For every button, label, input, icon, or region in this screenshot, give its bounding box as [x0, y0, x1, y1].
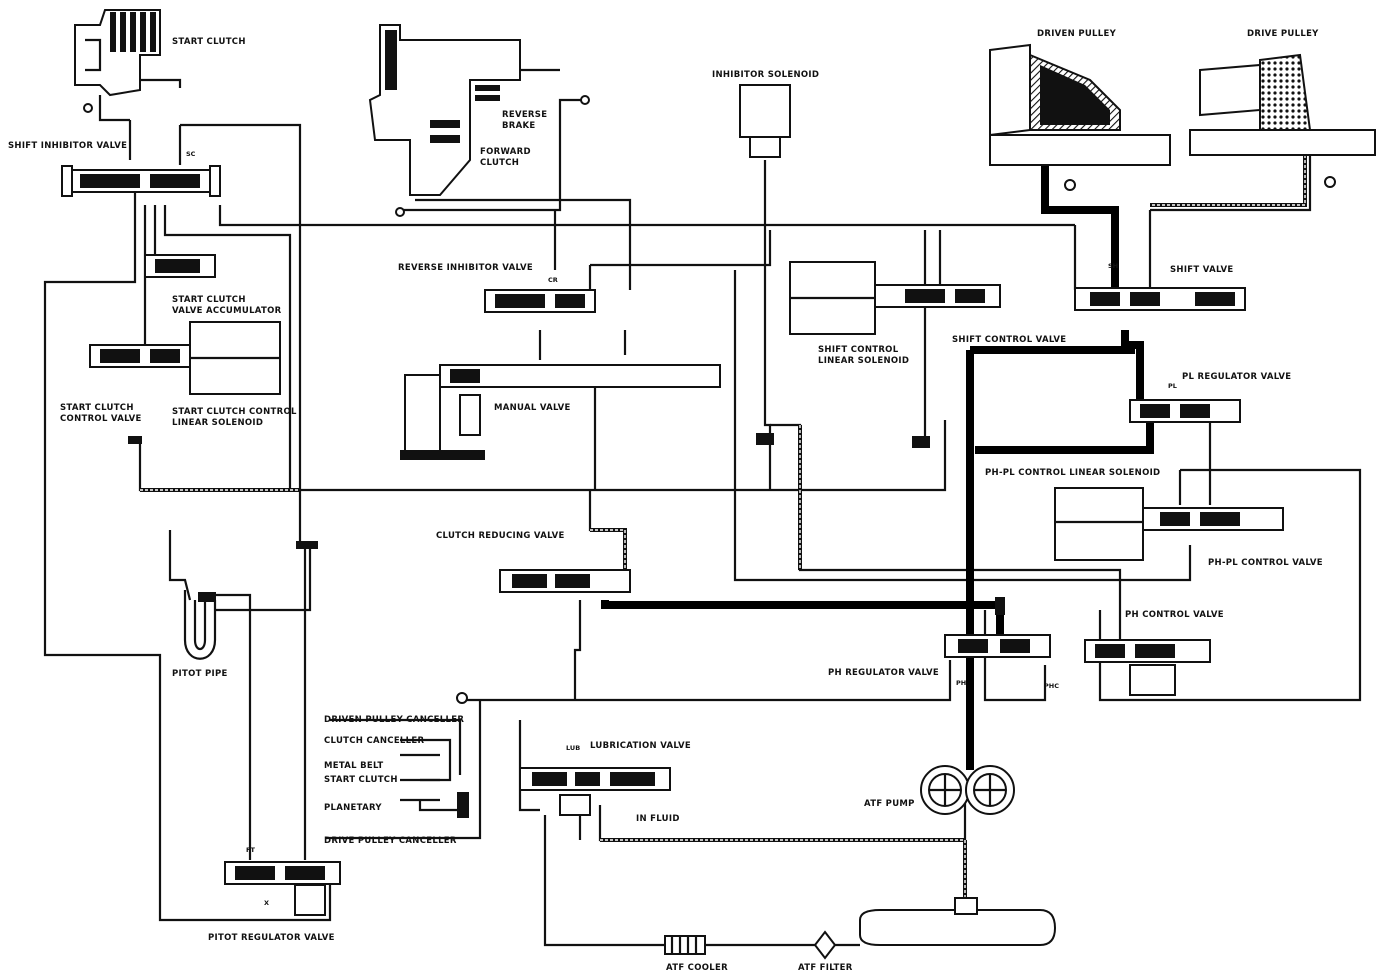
clutch-reducing-valve-label: CLUTCH REDUCING VALVE: [436, 531, 565, 541]
port-code-x: X: [264, 899, 269, 907]
in-fluid-label: IN FLUID: [636, 814, 680, 824]
atf-cooler-label: ATF COOLER: [666, 963, 728, 973]
port-code-sc: SC: [186, 150, 196, 158]
shift-control-solenoid-label-1: SHIFT CONTROL: [818, 345, 899, 355]
clutch-canceller-label: CLUTCH CANCELLER: [324, 736, 424, 746]
pitot-pipe-label: PITOT PIPE: [172, 669, 228, 679]
shift-valve: SHIFT VALVE: [1074, 265, 1246, 311]
inhibitor-solenoid: INHIBITOR SOLENOID: [712, 70, 819, 445]
pl-regulator-valve: PL REGULATOR VALVE: [1129, 372, 1291, 423]
port-code-ph: PH: [956, 679, 966, 687]
manual-valve: MANUAL VALVE: [400, 364, 721, 460]
ph-pl-control-solenoid: PH-PL CONTROL LINEAR SOLENOID PH-PL CONT…: [985, 468, 1323, 568]
pitot-regulator-valve: PITOT REGULATOR VALVE: [208, 861, 341, 943]
high-pressure-lines: [601, 135, 1154, 770]
shift-control-valve-label: SHIFT CONTROL VALVE: [952, 335, 1066, 345]
ph-control-valve: PH CONTROL VALVE: [1084, 610, 1224, 696]
atf-filter: ATF FILTER: [798, 930, 853, 973]
start-clutch-control-valve-label-2: CONTROL VALVE: [60, 414, 142, 424]
reverse-brake-label-2: BRAKE: [502, 121, 536, 131]
pl-regulator-valve-label: PL REGULATOR VALVE: [1182, 372, 1291, 382]
drive-pulley: DRIVE PULLEY: [1189, 29, 1376, 188]
lubrication-valve: LUBRICATION VALVE IN FLUID: [519, 741, 691, 824]
port-code-cr: CR: [548, 276, 558, 284]
atf-pump: ATF PUMP: [864, 765, 1015, 815]
start-clutch-solenoid-label-1: START CLUTCH CONTROL: [172, 407, 297, 417]
planetary-label: PLANETARY: [324, 803, 382, 813]
drive-pulley-label: DRIVE PULLEY: [1247, 29, 1319, 39]
driven-pulley-label: DRIVEN PULLEY: [1037, 29, 1117, 39]
reverse-brake-label-1: REVERSE: [502, 110, 547, 120]
forward-clutch-label-2: CLUTCH: [480, 158, 519, 168]
atf-pump-label: ATF PUMP: [864, 799, 915, 809]
ph-regulator-valve: PH REGULATOR VALVE: [828, 597, 1051, 678]
shift-inhibitor-valve-label: SHIFT INHIBITOR VALVE: [8, 141, 127, 151]
ph-pl-control-valve-label: PH-PL CONTROL VALVE: [1208, 558, 1323, 568]
ph-regulator-valve-label: PH REGULATOR VALVE: [828, 668, 939, 678]
start-clutch: START CLUTCH: [74, 9, 246, 122]
start-clutch-solenoid-label-2: LINEAR SOLENOID: [172, 418, 263, 428]
port-code-ft: FT: [246, 846, 255, 854]
oil-pan: [859, 897, 1057, 946]
drive-pulley-canceller-label: DRIVE PULLEY CANCELLER: [324, 836, 457, 846]
forward-clutch-label-1: FORWARD: [480, 147, 531, 157]
ph-control-valve-label: PH CONTROL VALVE: [1125, 610, 1224, 620]
inhibitor-solenoid-label: INHIBITOR SOLENOID: [712, 70, 819, 80]
accumulator-label-line2: VALVE ACCUMULATOR: [172, 306, 282, 316]
atf-cooler: ATF COOLER: [664, 935, 728, 973]
port-code-phc: PHC: [1044, 682, 1059, 690]
accumulator-label-line1: START CLUTCH: [172, 295, 246, 305]
clutch-reducing-valve: CLUTCH REDUCING VALVE: [436, 531, 631, 593]
port-code-sh: SH: [1108, 262, 1118, 270]
start-clutch-lube-label: START CLUTCH: [324, 775, 398, 785]
manual-valve-label: MANUAL VALVE: [494, 403, 571, 413]
atf-filter-label: ATF FILTER: [798, 963, 853, 973]
port-code-lub: LUB: [566, 744, 580, 752]
driven-pulley-canceller-label: DRIVEN PULLEY CANCELLER: [324, 715, 464, 725]
reverse-inhibitor-valve: REVERSE INHIBITOR VALVE: [398, 263, 596, 313]
pitot-pipe: PITOT PIPE: [172, 541, 318, 679]
driven-pulley: DRIVEN PULLEY: [989, 29, 1171, 191]
shift-valve-label: SHIFT VALVE: [1170, 265, 1233, 275]
metal-belt-label: METAL BELT: [324, 761, 383, 771]
start-clutch-label: START CLUTCH: [172, 37, 246, 47]
port-code-pl: PL: [1168, 382, 1177, 390]
shift-control-valve: SHIFT CONTROL LINEAR SOLENOID SHIFT CONT…: [789, 261, 1066, 448]
pitot-regulator-valve-label: PITOT REGULATOR VALVE: [208, 933, 335, 943]
lubrication-valve-label: LUBRICATION VALVE: [590, 741, 691, 751]
start-clutch-control-valve: START CLUTCH CONTROL VALVE START CLUTCH …: [60, 321, 297, 444]
shift-inhibitor-valve: SHIFT INHIBITOR VALVE: [8, 141, 221, 197]
start-clutch-valve-accumulator: START CLUTCH VALVE ACCUMULATOR: [144, 254, 282, 316]
reverse-brake-forward-clutch: REVERSE BRAKE FORWARD CLUTCH: [368, 24, 590, 217]
ph-pl-solenoid-label: PH-PL CONTROL LINEAR SOLENOID: [985, 468, 1160, 478]
shift-control-solenoid-label-2: LINEAR SOLENOID: [818, 356, 909, 366]
port-codes: SC CR LUB PL PH PHC SH FT X: [186, 150, 1177, 907]
lube-outlets: DRIVEN PULLEY CANCELLER CLUTCH CANCELLER…: [324, 692, 469, 846]
start-clutch-control-valve-label-1: START CLUTCH: [60, 403, 134, 413]
reverse-inhibitor-valve-label: REVERSE INHIBITOR VALVE: [398, 263, 533, 273]
